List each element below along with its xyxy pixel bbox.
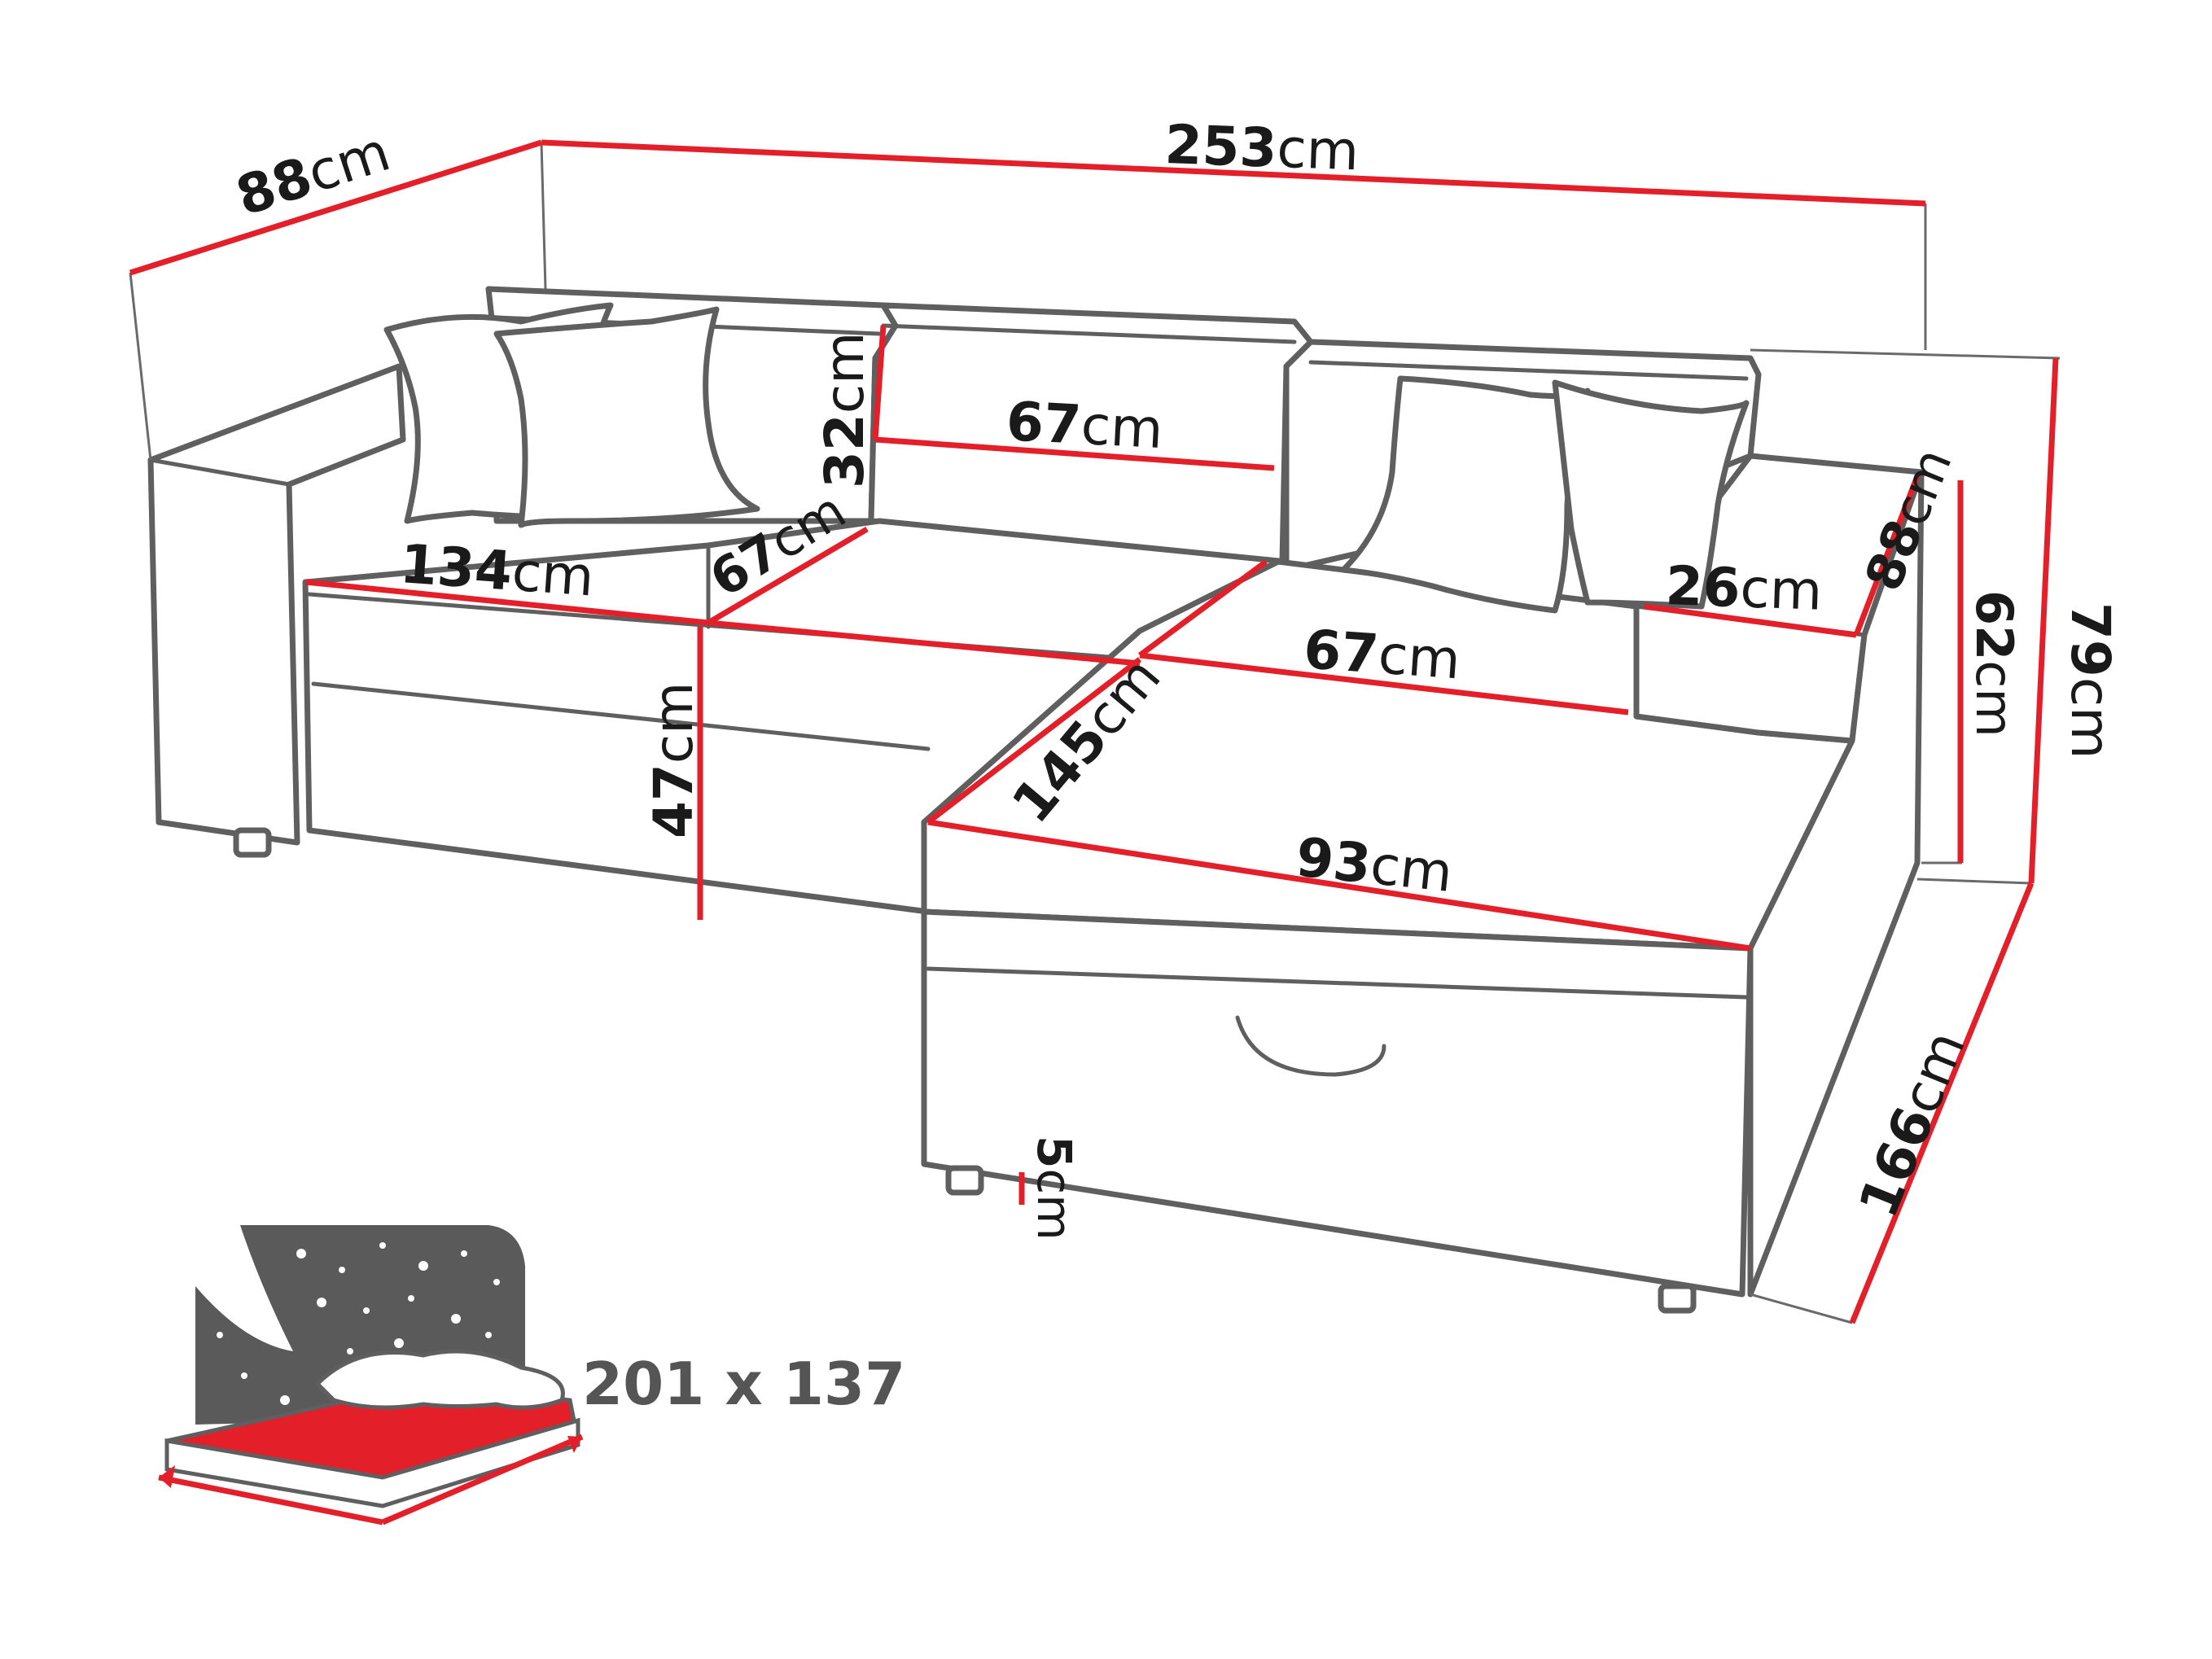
label-166: 166cm bbox=[1846, 1022, 1978, 1226]
label-93: 93cm bbox=[1293, 825, 1455, 904]
label-5: 5cm bbox=[1027, 1136, 1082, 1241]
label-253: 253cm bbox=[1163, 113, 1360, 182]
label-79: 79cm bbox=[2059, 602, 2122, 759]
label-67-chaise: 67cm bbox=[1302, 618, 1462, 691]
dim-line-67-back bbox=[874, 436, 1275, 471]
dim-line-seat-front bbox=[707, 619, 1141, 667]
dim-line-79 bbox=[2028, 357, 2059, 884]
star-icon bbox=[217, 1332, 223, 1338]
dim-line-26 bbox=[1644, 603, 1857, 638]
star-icon bbox=[394, 1338, 404, 1348]
label-47: 47cm bbox=[642, 682, 705, 838]
foot-left bbox=[233, 827, 272, 858]
dimension-lines bbox=[129, 139, 2059, 1324]
dim-line-67-chaise bbox=[1139, 652, 1629, 716]
label-32: 32cm bbox=[813, 332, 876, 488]
star-icon bbox=[493, 1279, 500, 1285]
star-icon bbox=[296, 1249, 306, 1258]
left-armrest-front bbox=[148, 457, 291, 487]
dim-line-67-seat bbox=[707, 526, 869, 626]
star-icon bbox=[241, 1372, 247, 1379]
star-icon bbox=[418, 1261, 428, 1271]
chaise-drawer-line bbox=[926, 966, 1749, 1000]
star-icon bbox=[317, 1298, 326, 1307]
dim-line-253 bbox=[541, 139, 1926, 207]
star-icon bbox=[379, 1242, 386, 1249]
pillow-icon bbox=[314, 1349, 565, 1410]
star-icon bbox=[485, 1332, 492, 1338]
dim-line-93 bbox=[927, 819, 1751, 952]
pillow-3 bbox=[1340, 375, 1591, 614]
dim-line-134 bbox=[304, 579, 709, 626]
bed-dim-arrow-right bbox=[381, 1434, 584, 1525]
dim-line-145 bbox=[926, 657, 1142, 825]
star-icon bbox=[339, 1267, 345, 1273]
label-26: 26cm bbox=[1664, 554, 1823, 623]
sleeping-area-label: 201 x 137 bbox=[582, 1350, 905, 1418]
pillow-2 bbox=[493, 306, 760, 528]
foot-chaise-left bbox=[945, 1165, 984, 1196]
star-icon bbox=[347, 1348, 353, 1355]
extension-lines bbox=[129, 142, 2061, 1324]
moon-curve-icon bbox=[195, 1286, 269, 1384]
dim-line-166 bbox=[1849, 882, 2035, 1324]
label-134: 134cm bbox=[398, 532, 596, 608]
star-icon bbox=[408, 1295, 414, 1302]
star-icon bbox=[461, 1250, 467, 1257]
dim-line-88-arm bbox=[1853, 475, 1921, 637]
star-icon bbox=[363, 1307, 370, 1314]
label-62: 62cm bbox=[1965, 590, 2024, 738]
star-icon bbox=[451, 1314, 461, 1324]
drawer-handle bbox=[1235, 1015, 1386, 1077]
dim-line-88-depth bbox=[129, 139, 543, 276]
bed-dim-arrow-left bbox=[158, 1474, 383, 1525]
chaise-front bbox=[921, 908, 1754, 1298]
star-icon bbox=[280, 1395, 290, 1405]
pillow-4 bbox=[1552, 379, 1750, 610]
dim-line-chaise-side bbox=[1137, 559, 1268, 658]
bed-icon bbox=[158, 1225, 584, 1525]
foot-chaise-right bbox=[1658, 1283, 1697, 1314]
sofa-drawing bbox=[147, 286, 1925, 1314]
label-67-back: 67cm bbox=[1005, 390, 1164, 461]
dim-line-32 bbox=[872, 325, 887, 440]
